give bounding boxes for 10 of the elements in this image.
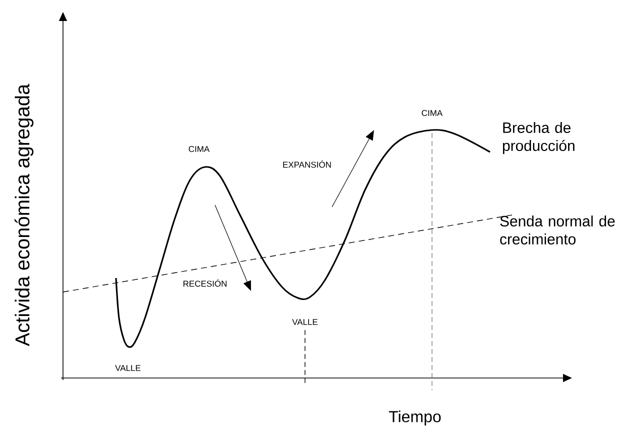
annotation: Senda normal de crecimiento xyxy=(500,216,615,244)
annotation: CIMA xyxy=(422,110,443,116)
axis-label: Tiempo xyxy=(389,410,441,426)
annotation: CIMA xyxy=(188,146,210,152)
annotation: RECESIÓN xyxy=(184,279,226,287)
annotation: VALLE xyxy=(115,365,141,371)
annotation: Brecha de producción xyxy=(502,122,574,154)
annotation: VALLE xyxy=(292,319,318,325)
annotation: EXPANSIÓN xyxy=(283,160,331,168)
axis-label: Activida económica agregada xyxy=(14,84,34,346)
